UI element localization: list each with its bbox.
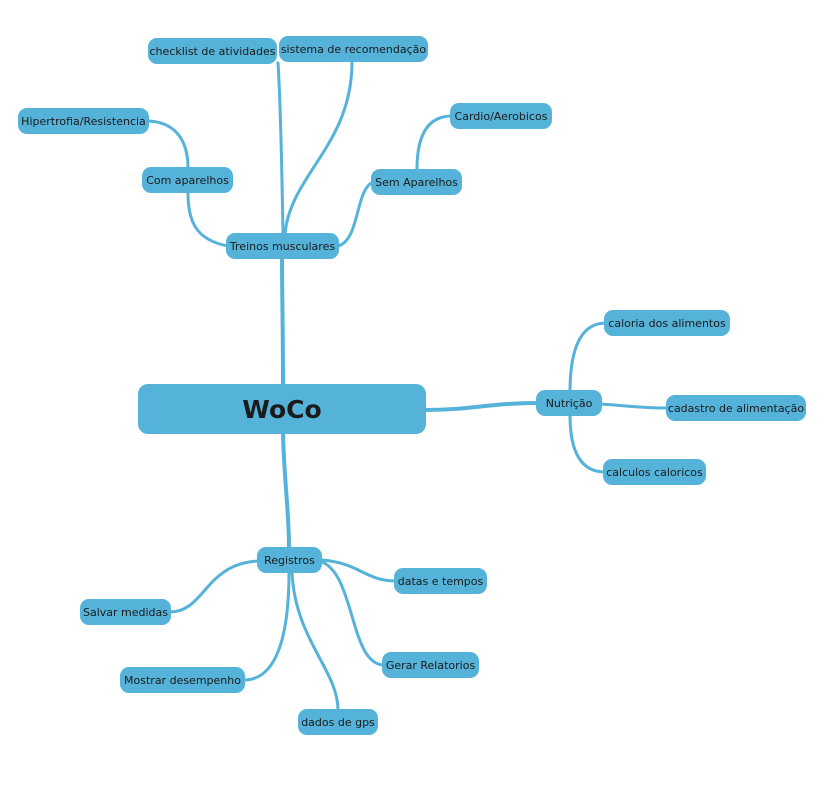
connector-treinos-recomendacao (283, 60, 354, 236)
connector-treinos-com_aparelhos (186, 191, 230, 248)
connector-woco-treinos (280, 256, 285, 387)
node-datas-e-tempos[interactable]: datas e tempos (394, 568, 487, 594)
node-gerar-relatorios[interactable]: Gerar Relatorios (382, 652, 479, 678)
node-com-aparelhos[interactable]: Com aparelhos (142, 167, 233, 193)
connector-registros-salvar (168, 559, 261, 614)
node-hipertrofia-resistencia[interactable]: Hipertrofia/Resistencia (18, 108, 149, 134)
node-dados-de-gps[interactable]: dados de gps (298, 709, 378, 735)
node-registros[interactable]: Registros (257, 547, 322, 573)
node-checklist-de-atividades[interactable]: checklist de atividades (148, 38, 277, 64)
connector-registros-datas (320, 558, 398, 583)
node-sistema-de-recomendacao[interactable]: sistema de recomendação (279, 36, 428, 62)
node-calculos-caloricos[interactable]: calculos caloricos (603, 459, 706, 485)
node-salvar-medidas[interactable]: Salvar medidas (80, 599, 171, 625)
node-mostrar-desempenho[interactable]: Mostrar desempenho (120, 667, 245, 693)
connector-nutricao-cadastro (598, 402, 670, 410)
node-treinos-musculares[interactable]: Treinos musculares (226, 233, 339, 259)
connector-nutricao-calculos (568, 413, 607, 474)
connector-nutricao-caloria (568, 321, 608, 394)
connector-registros-gps (290, 570, 340, 712)
connector-treinos-checklist (276, 61, 285, 236)
connector-treinos-sem_aparelhos (336, 180, 375, 248)
connector-woco-nutricao (423, 401, 540, 412)
node-cadastro-de-alimentacao[interactable]: cadastro de alimentação (666, 395, 806, 421)
connector-registros-relatorios (320, 560, 386, 667)
node-sem-aparelhos[interactable]: Sem Aparelhos (371, 169, 462, 195)
node-caloria-dos-alimentos[interactable]: caloria dos alimentos (604, 310, 730, 336)
root-node-woco[interactable]: WoCo (138, 384, 426, 434)
connector-com-hipertrofia (146, 119, 190, 170)
connector-registros-mostrar (242, 570, 291, 682)
connector-woco-registros (281, 431, 291, 550)
node-nutricao[interactable]: Nutrição (536, 390, 602, 416)
connector-sem-cardio (415, 114, 454, 171)
node-cardio-aerobicos[interactable]: Cardio/Aerobicos (450, 103, 552, 129)
